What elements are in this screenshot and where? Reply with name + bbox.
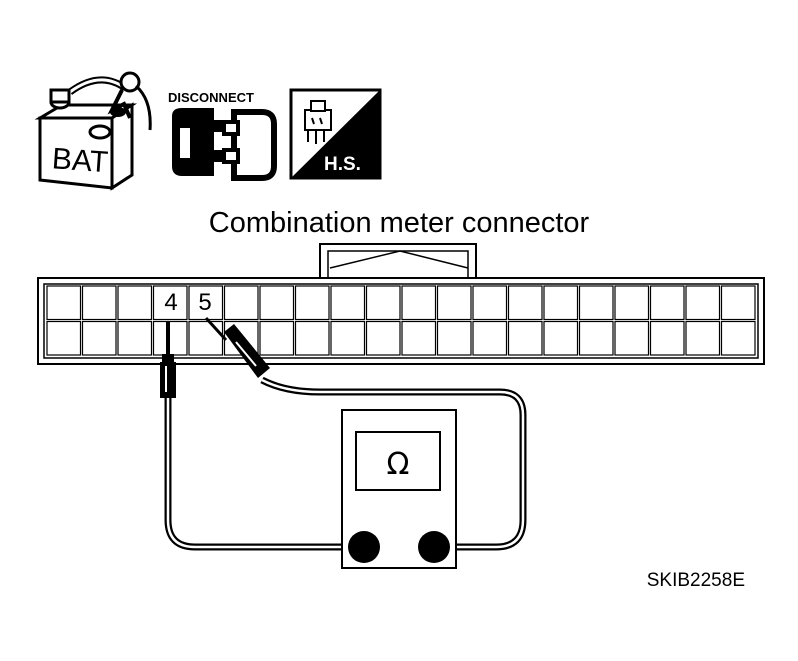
connector-cavity [152,320,188,356]
disconnect-connector-icon: DISCONNECT [168,90,277,181]
connector-cavity [685,285,721,321]
ohm-symbol: Ω [387,447,410,482]
ohmmeter: Ω [341,409,457,569]
connector-cavity [436,285,472,321]
connector-cavity [46,320,82,356]
connector-cavity [436,320,472,356]
connector-cavity [543,285,579,321]
connector-cavity [117,285,153,321]
connector-cavity [81,320,117,356]
connector-cavity [472,320,508,356]
connector-cavity [365,285,401,321]
connector-cavity [330,285,366,321]
connector-cavity [720,320,756,356]
connector-cavity [401,285,437,321]
connector-cavity [81,285,117,321]
figure-reference-code: SKIB2258E [647,570,745,591]
connector-cavity [507,285,543,321]
connector-cavity [294,320,330,356]
connector-cavity [614,320,650,356]
connector-cavity [507,320,543,356]
pin-label-4: 4 [164,289,177,316]
connector-cavity [543,320,579,356]
hs-label: H.S. [324,154,361,175]
connector-cavity [472,285,508,321]
battery-label: BAT [51,142,109,179]
connector-cavity [117,320,153,356]
meter-terminal-left [348,531,380,563]
combination-meter-connector: 4 5 [37,243,765,365]
connector-cavity [294,285,330,321]
connector-cavity [330,320,366,356]
connector-cavity [649,320,685,356]
connector-cavity [188,285,224,321]
connector-cavity [578,320,614,356]
connector-title: Combination meter connector [209,207,590,239]
connector-cavity [614,285,650,321]
connector-cavity [578,285,614,321]
connector-cavity [649,285,685,321]
disconnect-label: DISCONNECT [168,90,254,105]
connector-cavity [259,285,295,321]
connector-cavity [46,285,82,321]
connector-cavity [685,320,721,356]
connector-cavity [188,320,224,356]
meter-terminal-right [418,531,450,563]
probe-right [204,316,270,378]
connector-cavity [720,285,756,321]
harness-side-icon: H.S. [289,88,382,180]
pin-label-5: 5 [198,289,211,316]
connector-cavity [152,285,188,321]
connector-cavity [259,320,295,356]
connector-cavity [223,285,259,321]
connector-cavity [365,320,401,356]
probe-left [160,322,176,398]
battery-terminal-disconnect-icon: BAT [34,71,152,191]
test-leads [164,376,527,551]
connector-cavity [401,320,437,356]
